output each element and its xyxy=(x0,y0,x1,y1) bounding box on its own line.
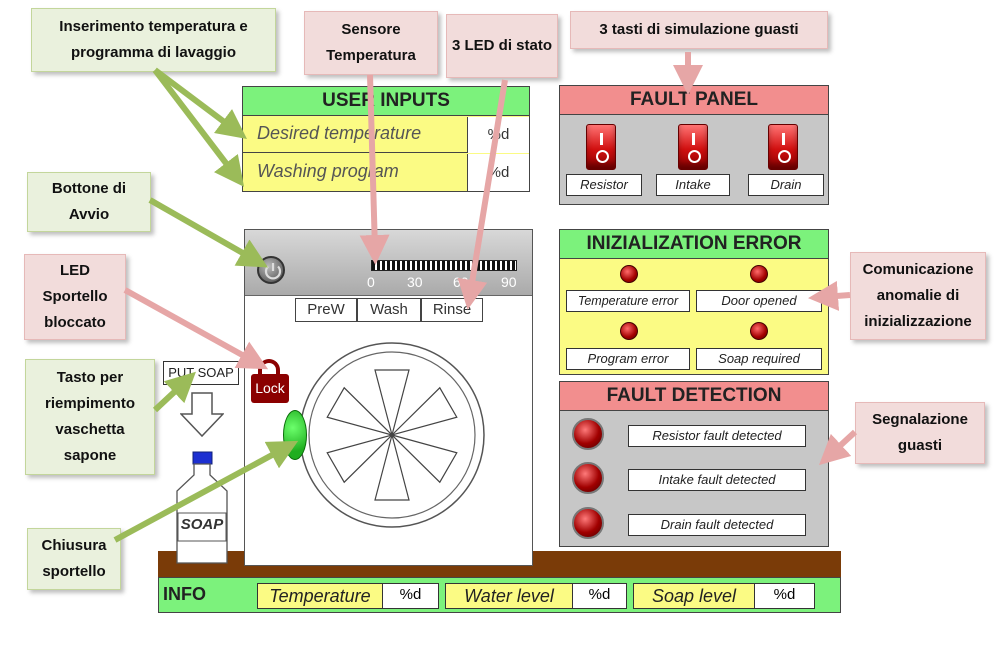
soap-required-led xyxy=(750,322,768,340)
soap-bottle-icon xyxy=(176,451,228,564)
program-prewash-led: PreW xyxy=(295,298,357,322)
user-inputs-panel: USER INPUTS Desired temperature %d Washi… xyxy=(242,86,530,192)
user-inputs-title: USER INPUTS xyxy=(243,87,529,116)
temperature-sensor-bar xyxy=(371,260,517,271)
put-soap-button[interactable]: PUT SOAP xyxy=(163,361,239,385)
callout-inserimento: Inserimento temperatura e programma di l… xyxy=(31,8,276,72)
scale-tick-30: 30 xyxy=(407,274,423,290)
soap-bottle-label: SOAP xyxy=(180,516,224,533)
intake-fault-led xyxy=(572,462,604,494)
intake-fault-label: Intake fault detected xyxy=(628,469,806,491)
machine-drum xyxy=(299,342,485,528)
callout-tasti-guasti: 3 tasti di simulazione guasti xyxy=(570,11,828,49)
drain-fault-label: Drain fault detected xyxy=(628,514,806,536)
callout-led-sportello: LED Sportello bloccato xyxy=(24,254,126,340)
callout-comunicazione: Comunicazione anomalie di inizializzazio… xyxy=(850,252,986,340)
fault-panel: FAULT PANEL Resistor Intake Drain xyxy=(559,85,829,205)
fault-detection-title: FAULT DETECTION xyxy=(560,382,828,411)
soap-required-label: Soap required xyxy=(696,348,822,370)
resistor-fault-switch[interactable] xyxy=(586,124,616,170)
program-error-led xyxy=(620,322,638,340)
arrow-to-desired-temperature xyxy=(153,67,247,139)
program-rinse-led: Rinse xyxy=(421,298,483,322)
arrow-to-lock-led xyxy=(123,287,269,370)
power-icon xyxy=(264,263,282,280)
desired-temperature-input[interactable]: %d xyxy=(467,117,529,153)
fault-panel-title: FAULT PANEL xyxy=(560,86,828,115)
soap-level-info-value: %d xyxy=(754,584,814,608)
door-opened-led xyxy=(750,265,768,283)
init-error-title: INIZIALIZATION ERROR xyxy=(560,230,828,259)
resistor-fault-led xyxy=(572,418,604,450)
scale-tick-90: 90 xyxy=(501,274,517,290)
callout-bottone-avvio: Bottone di Avvio xyxy=(27,172,151,232)
callout-chiusura: Chiusura sportello xyxy=(27,528,121,590)
callout-tasto-sapone: Tasto per riempimento vaschetta sapone xyxy=(25,359,155,475)
callout-sensore: Sensore Temperatura xyxy=(304,11,438,75)
drum-blades xyxy=(326,369,458,501)
intake-switch-label: Intake xyxy=(656,174,730,196)
desired-temperature-label: Desired temperature xyxy=(257,123,422,143)
scale-tick-0: 0 xyxy=(367,274,375,290)
scale-tick-60: 60 xyxy=(453,274,469,290)
temperature-info-group: Temperature %d xyxy=(257,583,439,609)
drain-fault-switch[interactable] xyxy=(768,124,798,170)
callout-segnalazione: Segnalazione guasti xyxy=(855,402,985,464)
info-title: INFO xyxy=(163,584,206,604)
temperature-info-value: %d xyxy=(382,584,438,608)
arrow-to-washing-program xyxy=(152,68,245,187)
door-close-handle[interactable] xyxy=(283,410,307,460)
init-error-panel: INIZIALIZATION ERROR Temperature error D… xyxy=(559,229,829,375)
washing-program-input[interactable]: %d xyxy=(467,154,529,191)
arrow-down-icon xyxy=(180,392,224,438)
soap-level-info-label: Soap level xyxy=(651,586,737,606)
water-level-info-value: %d xyxy=(572,584,626,608)
lock-body: Lock xyxy=(251,374,289,403)
door-opened-label: Door opened xyxy=(696,290,822,312)
water-level-info-label: Water level xyxy=(464,586,554,606)
washing-program-row: Washing program %d xyxy=(243,154,529,191)
temperature-error-label: Temperature error xyxy=(566,290,690,312)
arrow-to-start-button xyxy=(148,197,269,268)
intake-fault-switch[interactable] xyxy=(678,124,708,170)
temperature-info-label: Temperature xyxy=(269,586,371,606)
callout-led-stato: 3 LED di stato xyxy=(446,14,558,78)
start-button[interactable] xyxy=(257,256,285,284)
arrow-to-fault-detection xyxy=(818,429,858,466)
info-panel: INFO Temperature %d Water level %d Soap … xyxy=(158,577,841,613)
resistor-fault-label: Resistor fault detected xyxy=(628,425,806,447)
water-level-info-group: Water level %d xyxy=(445,583,627,609)
soap-level-info-group: Soap level %d xyxy=(633,583,815,609)
desired-temperature-row: Desired temperature %d xyxy=(243,117,529,153)
temperature-error-led xyxy=(620,265,638,283)
program-wash-led: Wash xyxy=(357,298,421,322)
door-lock-led: Lock xyxy=(251,359,289,403)
resistor-switch-label: Resistor xyxy=(566,174,642,196)
drain-fault-led xyxy=(572,507,604,539)
fault-detection-panel: FAULT DETECTION Resistor fault detected … xyxy=(559,381,829,547)
drain-switch-label: Drain xyxy=(748,174,824,196)
program-error-label: Program error xyxy=(566,348,690,370)
washing-program-label: Washing program xyxy=(257,161,399,181)
